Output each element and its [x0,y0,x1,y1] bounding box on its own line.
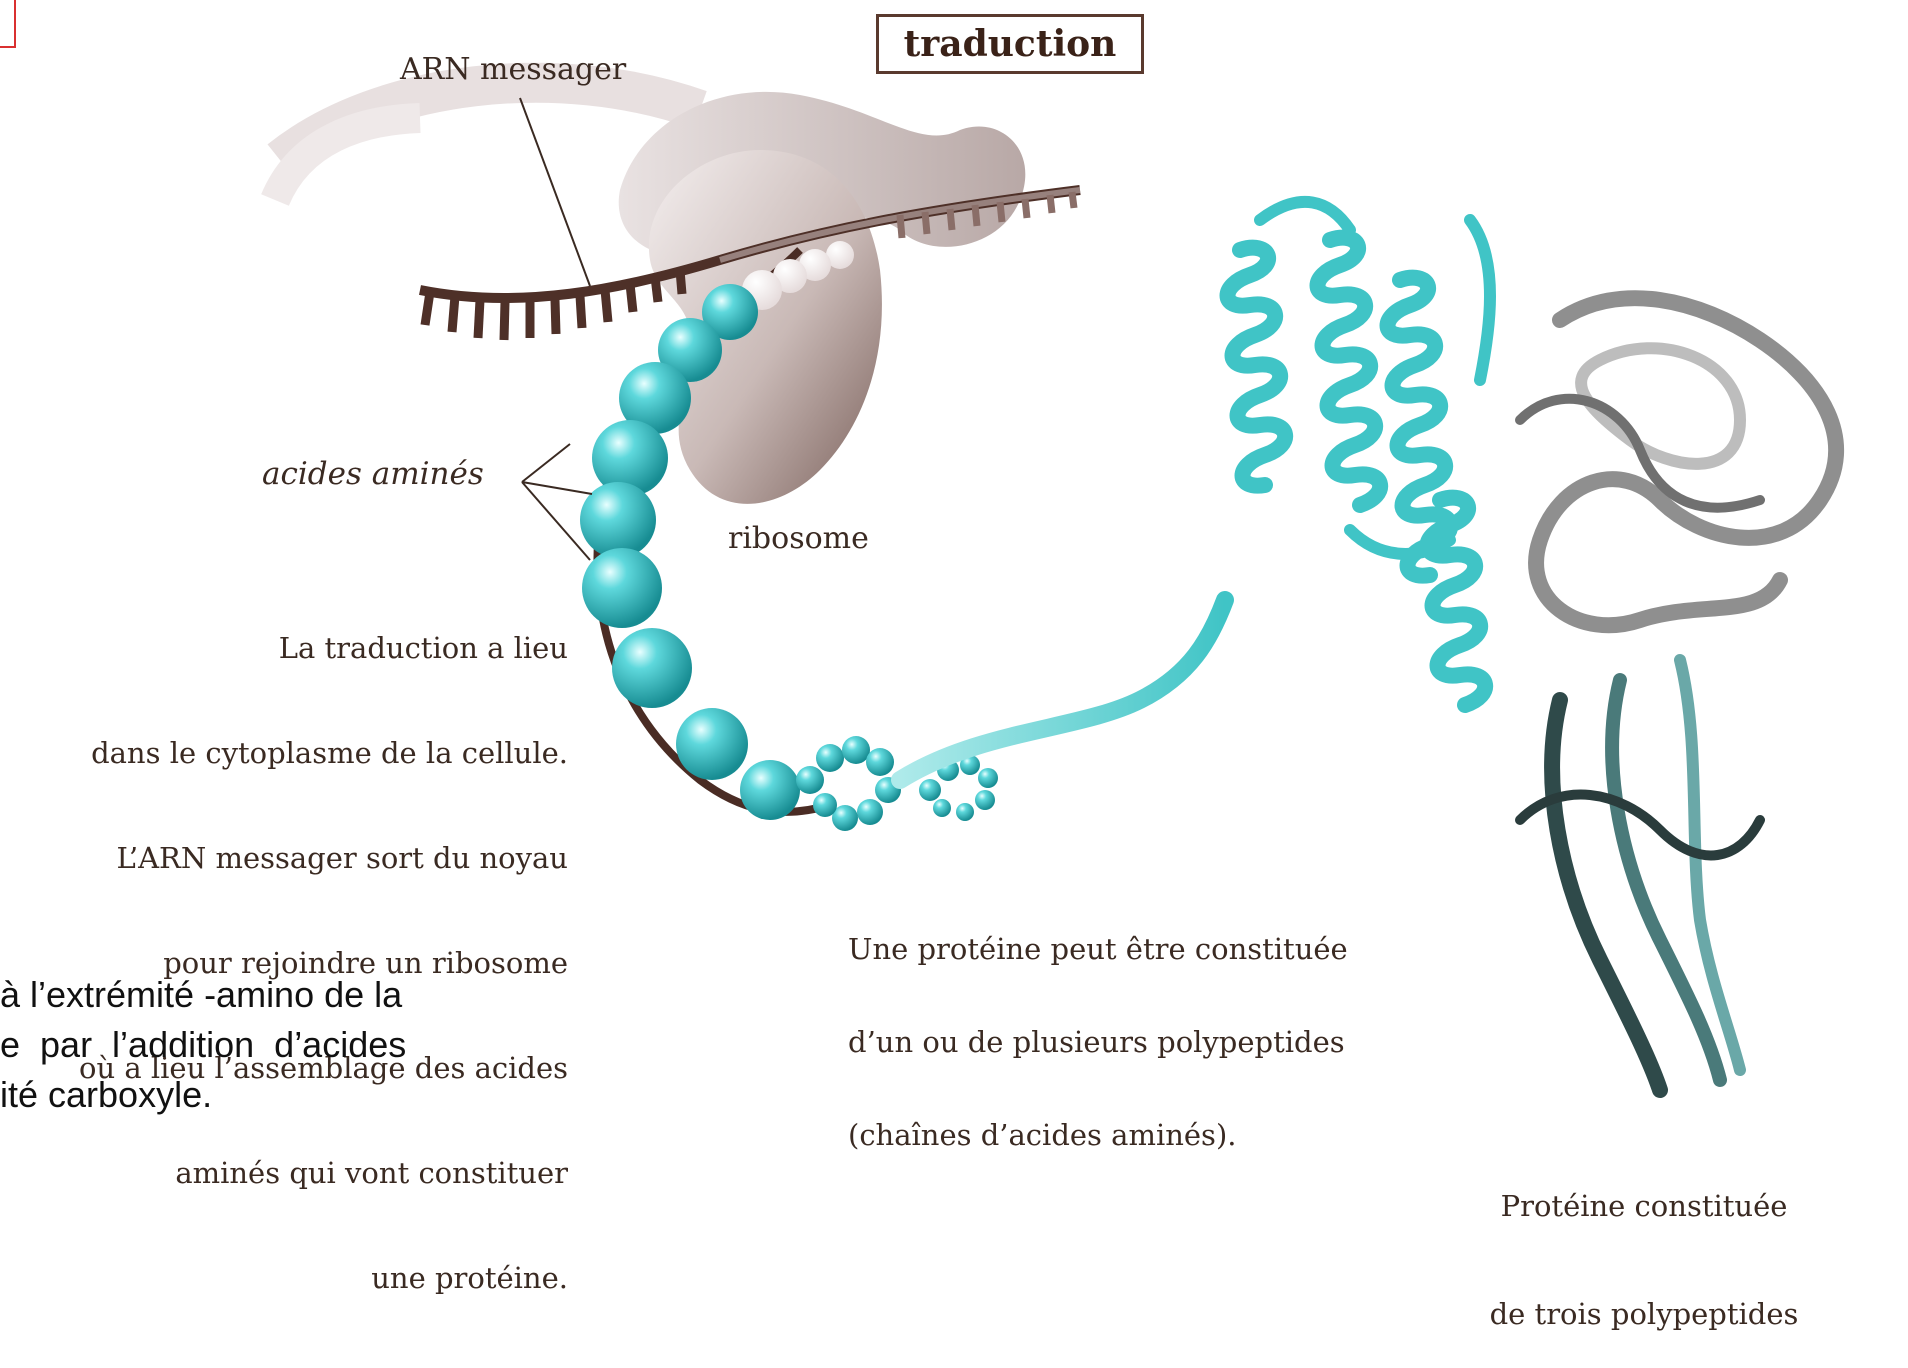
description-line: une protéine. [79,1261,568,1296]
grey-polypeptide [1520,298,1836,625]
title-box: traduction [876,14,1144,74]
amino-acids-label: acides aminés [262,456,484,492]
dark-polypeptide [1520,660,1760,1090]
polypeptide-tail [900,600,1225,780]
final-protein-label: Protéine constituée de trois polypeptide… [1454,1116,1834,1368]
mrna-label: ARN messager [400,52,626,87]
protein-note: Une protéine peut être constituée d’un o… [848,872,1348,1182]
protein-note-line: (chaînes d’acides aminés). [848,1120,1348,1151]
final-protein-line: de trois polypeptides [1454,1296,1834,1332]
mrna-pointer-line [520,98,590,286]
description-line: L’ARN messager sort du noyau [79,841,568,876]
slide-text-line: ité carboxyle. [0,1070,540,1120]
slide-body-text: à l’extrémité -amino de la e par l’addit… [0,970,540,1120]
description-line: dans le cytoplasme de la cellule. [79,736,568,771]
final-protein-line: Protéine constituée [1454,1188,1834,1224]
protein-note-line: Une protéine peut être constituée [848,934,1348,965]
ribosome [619,92,1026,504]
ribosome-label: ribosome [728,521,869,556]
title-text: traduction [904,23,1117,65]
description-line: aminés qui vont constituer [79,1156,568,1191]
slide-text-line: e par l’addition d’acides [0,1020,540,1070]
description-line: La traduction a lieu [79,631,568,666]
slide-text-line: à l’extrémité -amino de la [0,970,540,1020]
protein-note-line: d’un ou de plusieurs polypeptides [848,1027,1348,1058]
helical-protein [1228,202,1491,705]
translation-description: La traduction a lieu dans le cytoplasme … [79,561,568,1331]
